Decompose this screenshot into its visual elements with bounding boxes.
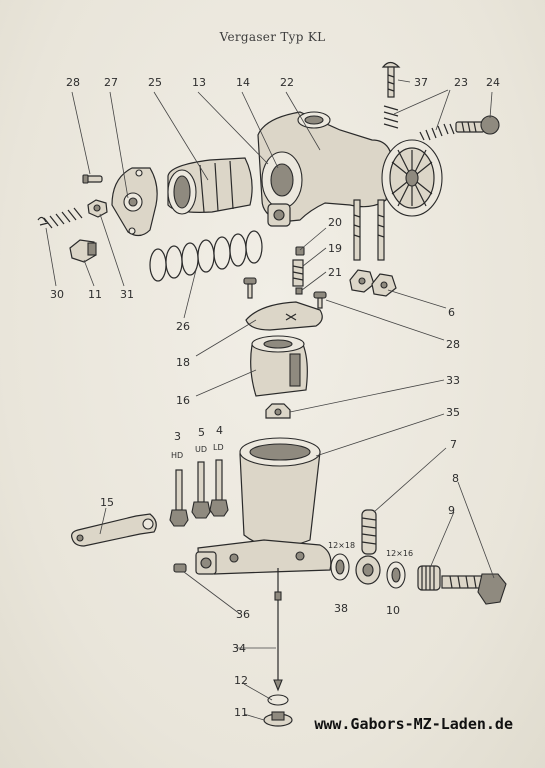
label-23: 23 <box>454 76 468 89</box>
nut-11-bottom <box>263 711 293 727</box>
label-15: 15 <box>100 496 114 509</box>
label-26: 26 <box>176 320 190 333</box>
jet-3-hd <box>169 469 189 527</box>
label-35: 35 <box>446 406 460 419</box>
label-12: 12 <box>234 674 248 687</box>
cover-flange-27 <box>111 167 158 237</box>
label-4-ld: LD <box>213 443 224 452</box>
seal-12 <box>267 694 289 706</box>
carburetor-body-22 <box>257 111 393 227</box>
label-4: 4 <box>216 424 223 437</box>
label-washer-12x18: 12×18 <box>328 541 355 550</box>
throttle-slide-16 <box>250 335 308 397</box>
label-3: 3 <box>174 430 181 443</box>
label-21: 21 <box>328 266 342 279</box>
washer-38 <box>330 553 350 581</box>
banjo-fitting-7 <box>355 509 381 585</box>
label-28-top: 28 <box>66 76 80 89</box>
label-13: 13 <box>192 76 206 89</box>
label-22: 22 <box>280 76 294 89</box>
float-needle-34 <box>273 568 283 692</box>
label-7: 7 <box>450 438 457 451</box>
label-25: 25 <box>148 76 162 89</box>
label-8: 8 <box>452 472 459 485</box>
spring-23-upper <box>383 105 399 129</box>
diagram-title: Vergaser Typ KL <box>219 30 326 44</box>
label-36: 36 <box>236 608 250 621</box>
label-5-ud: UD <box>195 445 207 454</box>
label-14: 14 <box>236 76 250 89</box>
watermark-text: www.Gabors-MZ-Laden.de <box>314 715 513 733</box>
spanner-15 <box>71 513 157 547</box>
label-33: 33 <box>446 374 460 387</box>
label-18: 18 <box>176 356 190 369</box>
label-washer-12x16: 12×16 <box>386 549 413 558</box>
part-labels: 28 27 25 13 14 22 37 23 24 20 19 21 30 1… <box>50 76 500 719</box>
label-37: 37 <box>414 76 428 89</box>
screw-36 <box>173 563 187 573</box>
banjo-bolt-8 <box>441 573 507 605</box>
label-31: 31 <box>120 288 134 301</box>
label-6: 6 <box>448 306 455 319</box>
jet-5-ud <box>191 461 211 519</box>
screw-28-top <box>82 174 103 184</box>
plug-33 <box>265 403 291 419</box>
mounting-studs <box>353 199 385 261</box>
label-28-bottom: 28 <box>446 338 460 351</box>
needle-parts-20-19-21 <box>292 246 305 295</box>
jet-4-ld <box>209 459 229 517</box>
label-10: 10 <box>386 604 400 617</box>
label-11-top: 11 <box>88 288 102 301</box>
bowl-base-fitting <box>195 539 332 575</box>
filter-9 <box>417 565 441 591</box>
label-11-bottom: 11 <box>234 706 248 719</box>
label-3-hd: HD <box>171 451 183 460</box>
plate-screws <box>243 277 327 309</box>
leader-lines <box>45 79 495 721</box>
spring-23-lower <box>419 123 455 141</box>
label-34: 34 <box>232 642 246 655</box>
label-20: 20 <box>328 216 342 229</box>
screw-37 <box>381 61 401 98</box>
hex-plug-11-top <box>69 239 97 263</box>
label-27: 27 <box>104 76 118 89</box>
slide-plate-18 <box>245 301 323 331</box>
label-19: 19 <box>328 242 342 255</box>
nuts-6 <box>349 269 397 297</box>
nut-31 <box>87 199 108 218</box>
slide-sleeve-25 <box>167 157 253 215</box>
intake-funnel <box>381 139 443 217</box>
label-9: 9 <box>448 504 455 517</box>
label-38: 38 <box>334 602 348 615</box>
cable-spring-30 <box>37 207 83 229</box>
screw-24 <box>455 115 500 135</box>
float-bowl-35 <box>239 437 321 548</box>
label-5: 5 <box>198 426 205 439</box>
label-24: 24 <box>486 76 500 89</box>
washer-10 <box>386 561 406 589</box>
spring-26 <box>149 230 263 282</box>
label-30: 30 <box>50 288 64 301</box>
label-16: 16 <box>176 394 190 407</box>
